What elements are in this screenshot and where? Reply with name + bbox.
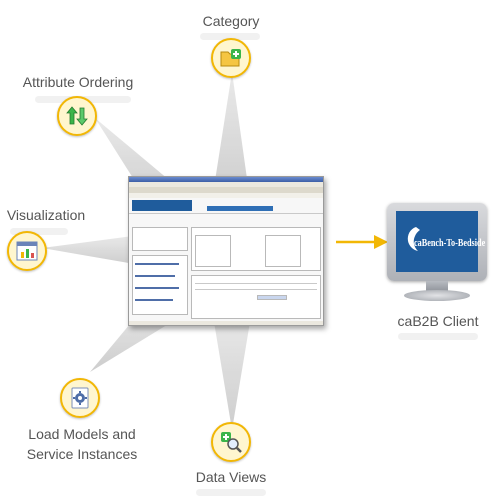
address-bar [129,193,323,198]
client-screen-text: caBench-To-Bedside [414,238,486,249]
saved-queries-panel [132,255,188,315]
data-views-label: Data Views [195,469,267,485]
attribute-ordering-label: Attribute Ordering [22,74,134,90]
saved-item-4 [135,299,173,301]
app-banner [132,200,192,211]
bar-chart-window-icon [16,241,38,261]
ray-category [212,72,250,200]
available-list [195,235,231,267]
menu-bar [129,182,323,187]
load-models-label: Load Models and Service Instances [26,426,138,462]
saved-item-2 [135,275,175,277]
visualization-sublabel [10,228,68,235]
ray-visualization [42,235,140,265]
client-sublabel [398,333,478,340]
cab2b-logo-icon [407,227,420,251]
attribute-ordering-badge[interactable] [57,96,97,136]
saved-item-3 [135,287,179,289]
status-bar [129,321,323,325]
view-panel [191,275,321,319]
web-app-screenshot [128,176,324,326]
ray-data-views [212,310,252,430]
view-rule-1 [195,283,317,284]
reorder-arrows-icon [66,106,88,126]
category-label: Category [202,13,260,29]
data-views-badge[interactable] [211,422,251,462]
selected-list [265,235,301,267]
magnify-add-icon [221,432,242,453]
category-badge[interactable] [211,38,251,78]
data-views-sublabel [196,489,266,496]
client-label: caB2B Client [397,313,479,329]
view-highlight [257,295,287,300]
client-screen [396,211,478,272]
header-rule [129,213,323,214]
search-panel [132,227,188,251]
title-bar [129,177,323,182]
toolbar [129,187,323,193]
saved-item-1 [135,263,179,265]
visualization-badge[interactable] [7,231,47,271]
load-models-badge[interactable] [60,378,100,418]
client-monitor-base [404,290,470,301]
client-monitor-neck [426,281,448,292]
app-tabs [207,206,273,211]
visualization-label: Visualization [6,207,86,223]
folder-add-icon [220,49,241,67]
category-sublabel [200,33,260,40]
view-rule-2 [195,289,317,290]
gear-document-icon [71,387,89,409]
